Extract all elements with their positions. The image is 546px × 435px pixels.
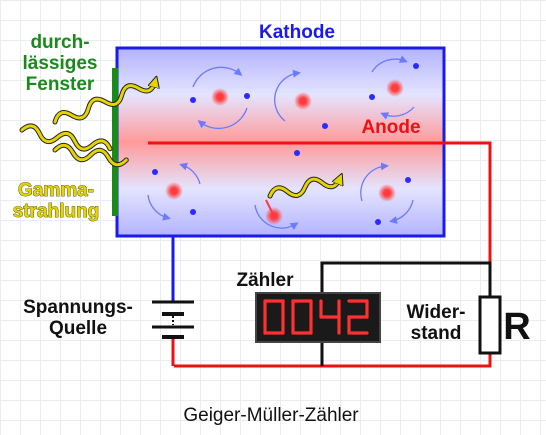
circuit	[148, 141, 492, 368]
electron-path	[147, 194, 171, 221]
resistor-label-line2: stand	[411, 323, 462, 344]
gamma-ray	[20, 124, 112, 151]
positive-ion	[211, 88, 229, 106]
electron-path	[179, 162, 201, 185]
counter-label: Zähler	[236, 270, 294, 291]
electron-path	[254, 204, 299, 231]
electron	[244, 93, 250, 99]
electron-path	[371, 55, 408, 73]
positive-ion	[386, 79, 404, 97]
entrance-window	[112, 68, 118, 216]
display-digit	[263, 299, 285, 335]
resistor	[478, 295, 502, 355]
window-label-line2: lässiges	[23, 53, 98, 74]
electron	[375, 219, 381, 225]
resistor-symbol: R	[503, 306, 530, 348]
gamma-ray	[268, 173, 342, 198]
counter-display	[255, 292, 381, 343]
diagram-caption: Geiger-Müller-Zähler	[183, 405, 359, 426]
ion-pair	[360, 162, 414, 225]
cathode-label: Kathode	[259, 22, 335, 43]
ionization-track	[265, 199, 275, 217]
ion-pair	[254, 150, 300, 231]
electron	[405, 177, 411, 183]
resistor-body	[478, 295, 502, 355]
electron	[369, 94, 375, 100]
ion-pair	[369, 55, 419, 120]
electron	[413, 63, 419, 69]
gamma-ray	[53, 76, 158, 124]
gamma-ray	[53, 143, 128, 167]
gamma-rays	[19, 76, 342, 199]
voltage-label-line1: Spannungs-	[23, 297, 133, 318]
electron-path	[274, 69, 301, 122]
positive-ion	[378, 184, 396, 202]
positive-ion	[165, 182, 183, 200]
display-digit	[347, 299, 369, 335]
positive-ion	[294, 92, 312, 110]
display-digits	[263, 299, 369, 335]
electron-path	[192, 66, 243, 88]
anode-label: Anode	[361, 117, 420, 138]
gamma-label-line2: strahlung	[13, 201, 100, 222]
ion-pair	[274, 69, 328, 129]
electron	[152, 169, 158, 175]
electron-path	[360, 162, 389, 202]
electron	[190, 209, 196, 215]
display-digit	[291, 299, 313, 335]
electron-path	[197, 107, 248, 130]
ionization-events	[147, 55, 419, 231]
resistor-label-line1: Wider-	[407, 302, 466, 323]
electron	[294, 150, 300, 156]
electron	[322, 123, 328, 129]
ion-pair	[190, 66, 250, 130]
electron	[190, 97, 196, 103]
voltage-source	[152, 300, 194, 339]
electron-path	[389, 199, 414, 224]
voltage-label-line2: Quelle	[49, 318, 107, 339]
gamma-label-line1: Gamma-	[18, 180, 94, 201]
ion-pair	[147, 162, 201, 221]
display-digit	[319, 299, 341, 335]
window-label-line3: Fenster	[26, 74, 95, 95]
electron-path	[380, 106, 415, 120]
anode-wire	[148, 141, 492, 368]
window-label-line1: durch-	[30, 32, 89, 53]
counter-wire-top	[320, 261, 492, 297]
